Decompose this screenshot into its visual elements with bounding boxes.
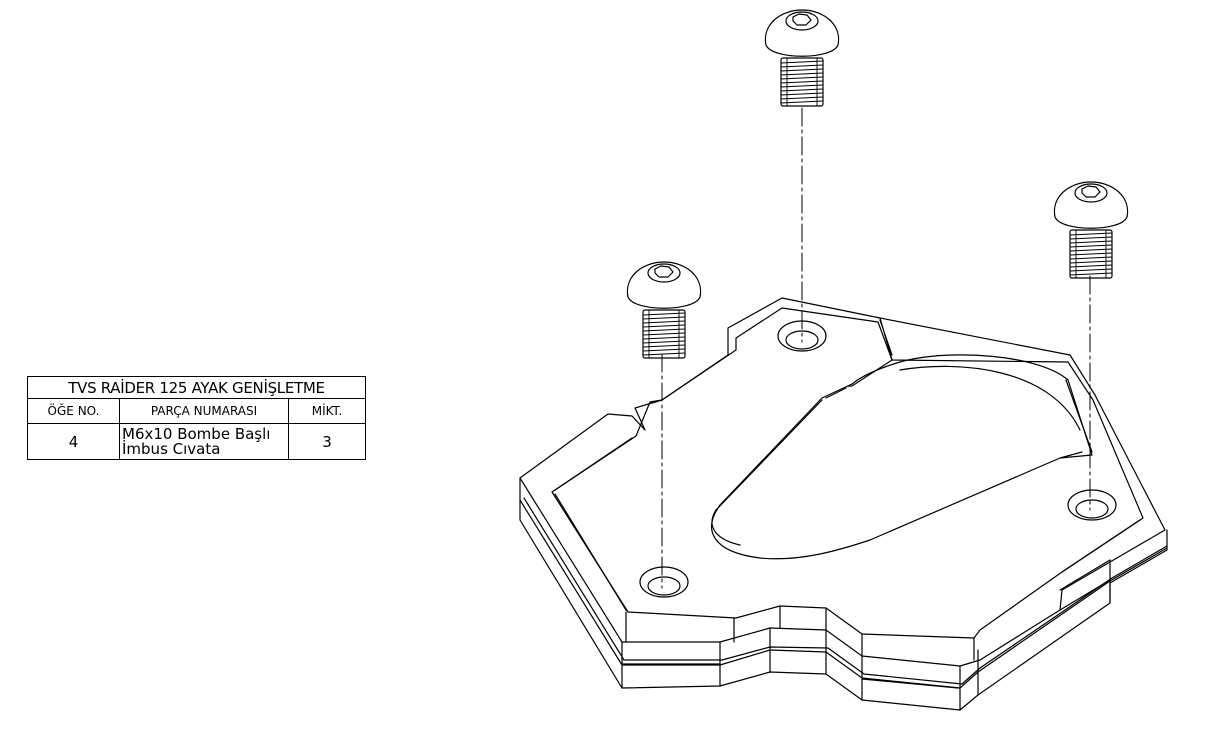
base-plate-inner-rim — [554, 437, 1141, 611]
middle-layer-top-edge — [523, 497, 1168, 685]
hex-socket-shape — [792, 13, 812, 26]
bom-title-row: TVS RAİDER 125 AYAK GENİŞLETME — [27, 376, 366, 399]
bom-row: 4 M6x10 Bombe Başlı İmbus Cıvata 3 — [27, 423, 366, 460]
hole-left — [639, 566, 689, 598]
base-plate-top-outline — [519, 297, 1166, 667]
hole-top-inner — [785, 330, 819, 350]
base-plate-front-edges — [625, 605, 975, 661]
bottom-layer-vertical-edges — [621, 559, 1111, 711]
hex-socket-shape — [654, 265, 674, 278]
bom-quantity: 3 — [288, 423, 366, 460]
screw-shank — [642, 309, 686, 359]
screw-right — [1053, 181, 1129, 279]
hex-socket-icon — [647, 263, 681, 283]
hex-socket-icon — [785, 11, 819, 31]
hex-socket-shape — [1081, 185, 1101, 198]
layer-seam-lines — [621, 559, 1111, 689]
bill-of-materials-table: TVS RAİDER 125 AYAK GENİŞLETME ÖĞE NO. P… — [27, 376, 366, 460]
hole-left-inner — [647, 576, 681, 596]
base-plate — [519, 297, 1166, 667]
screw-left — [626, 261, 702, 359]
plate-slot-inner-edge — [711, 387, 1083, 546]
screw-head — [626, 261, 702, 309]
bom-title: TVS RAİDER 125 AYAK GENİŞLETME — [27, 376, 366, 399]
screw-shank — [780, 57, 824, 107]
screw-threads — [1069, 229, 1113, 279]
bom-part-line-1: M6x10 Bombe Başlı — [122, 424, 271, 443]
screw-threads — [642, 309, 686, 359]
hole-right — [1067, 489, 1117, 521]
explode-center-lines — [661, 107, 1091, 589]
screw-shank — [1069, 229, 1113, 279]
plate-holes — [639, 320, 1117, 598]
screw-head — [764, 9, 840, 57]
bom-part-line-2: İmbus Cıvata — [122, 439, 221, 458]
plate-slot-outline — [711, 354, 1093, 560]
screw-head — [1053, 181, 1129, 229]
screw-top — [764, 9, 840, 107]
middle-layer-outline — [519, 499, 1168, 689]
bom-part-description: M6x10 Bombe Başlı İmbus Cıvata — [119, 423, 289, 460]
base-plate-raised-step — [847, 317, 893, 387]
hole-right-inner — [1075, 499, 1109, 519]
screw-threads — [780, 57, 824, 107]
bottom-layers — [519, 477, 1168, 711]
bom-item-no: 4 — [27, 423, 120, 460]
plate-slot-wall — [899, 365, 1093, 453]
base-plate-upper-face — [551, 307, 1144, 639]
hex-socket-icon — [1074, 183, 1108, 203]
